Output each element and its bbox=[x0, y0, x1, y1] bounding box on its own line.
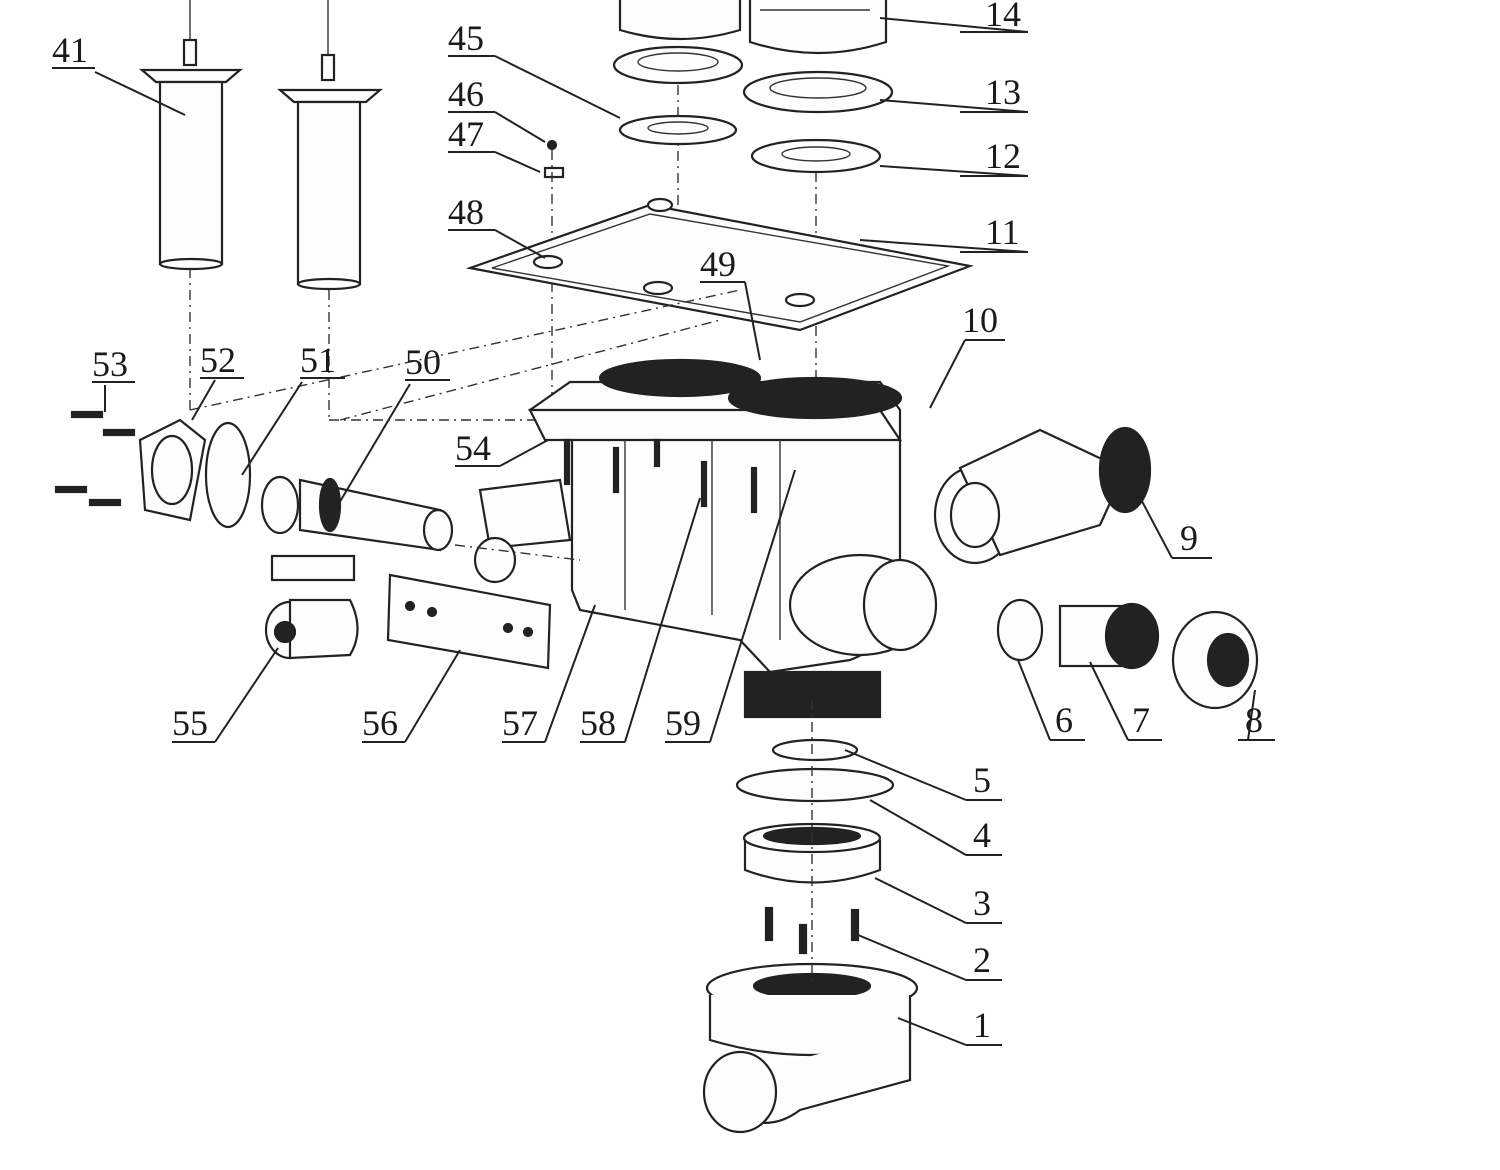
label-2: 2 bbox=[973, 940, 991, 980]
label-58: 58 bbox=[580, 703, 616, 743]
label-49: 49 bbox=[700, 244, 736, 284]
part-46-gasket bbox=[618, 114, 738, 146]
part-cartridge-2 bbox=[277, 0, 560, 421]
part-6-oring bbox=[996, 598, 1044, 662]
part-52-flange bbox=[138, 418, 207, 522]
label-48: 48 bbox=[448, 192, 484, 232]
part-55-valve bbox=[264, 554, 359, 660]
part-46-47-screws bbox=[543, 139, 565, 430]
label-10: 10 bbox=[962, 300, 998, 340]
part-53-screws bbox=[54, 410, 136, 507]
part-impeller-nozzle bbox=[473, 478, 572, 584]
part-13-ring bbox=[742, 70, 894, 114]
label-7: 7 bbox=[1132, 700, 1150, 740]
part-41-cartridge bbox=[139, 0, 243, 410]
leader-lines bbox=[52, 17, 1275, 1046]
part-2-screws bbox=[764, 906, 860, 955]
part-11-lid-gasket bbox=[465, 197, 975, 332]
part-9-union bbox=[933, 426, 1152, 565]
part-main-housing bbox=[527, 358, 938, 719]
part-8-nut bbox=[1171, 610, 1259, 710]
label-50: 50 bbox=[405, 342, 441, 382]
part-4-oring bbox=[735, 767, 895, 803]
label-59: 59 bbox=[665, 703, 701, 743]
label-5: 5 bbox=[973, 760, 991, 800]
label-14: 14 bbox=[985, 0, 1021, 34]
part-5-oring bbox=[771, 738, 859, 762]
label-41: 41 bbox=[52, 30, 88, 70]
label-53: 53 bbox=[92, 344, 128, 384]
label-4: 4 bbox=[973, 815, 991, 855]
label-46: 46 bbox=[448, 74, 484, 114]
label-12: 12 bbox=[985, 136, 1021, 176]
label-1: 1 bbox=[973, 1005, 991, 1045]
label-54: 54 bbox=[455, 428, 491, 468]
label-57: 57 bbox=[502, 703, 538, 743]
label-13: 13 bbox=[985, 72, 1021, 112]
label-56: 56 bbox=[362, 703, 398, 743]
part-51-oring bbox=[204, 421, 252, 529]
label-11: 11 bbox=[985, 212, 1020, 252]
label-3: 3 bbox=[973, 883, 991, 923]
label-51: 51 bbox=[300, 340, 336, 380]
part-7-adapter bbox=[1058, 602, 1160, 670]
label-9: 9 bbox=[1180, 518, 1198, 558]
part-1-base bbox=[702, 700, 919, 1134]
part-50-pipe bbox=[260, 475, 454, 552]
label-8: 8 bbox=[1245, 700, 1263, 740]
part-56-plate bbox=[386, 573, 552, 670]
label-47: 47 bbox=[448, 114, 484, 154]
label-55: 55 bbox=[172, 703, 208, 743]
label-6: 6 bbox=[1055, 700, 1073, 740]
label-52: 52 bbox=[200, 340, 236, 380]
label-45: 45 bbox=[448, 18, 484, 58]
part-labels: 14 13 12 11 10 9 8 7 6 5 4 3 2 1 41 45 4… bbox=[52, 0, 1263, 1045]
part-top-canisters bbox=[618, 0, 888, 55]
assembly-lines bbox=[189, 289, 741, 561]
